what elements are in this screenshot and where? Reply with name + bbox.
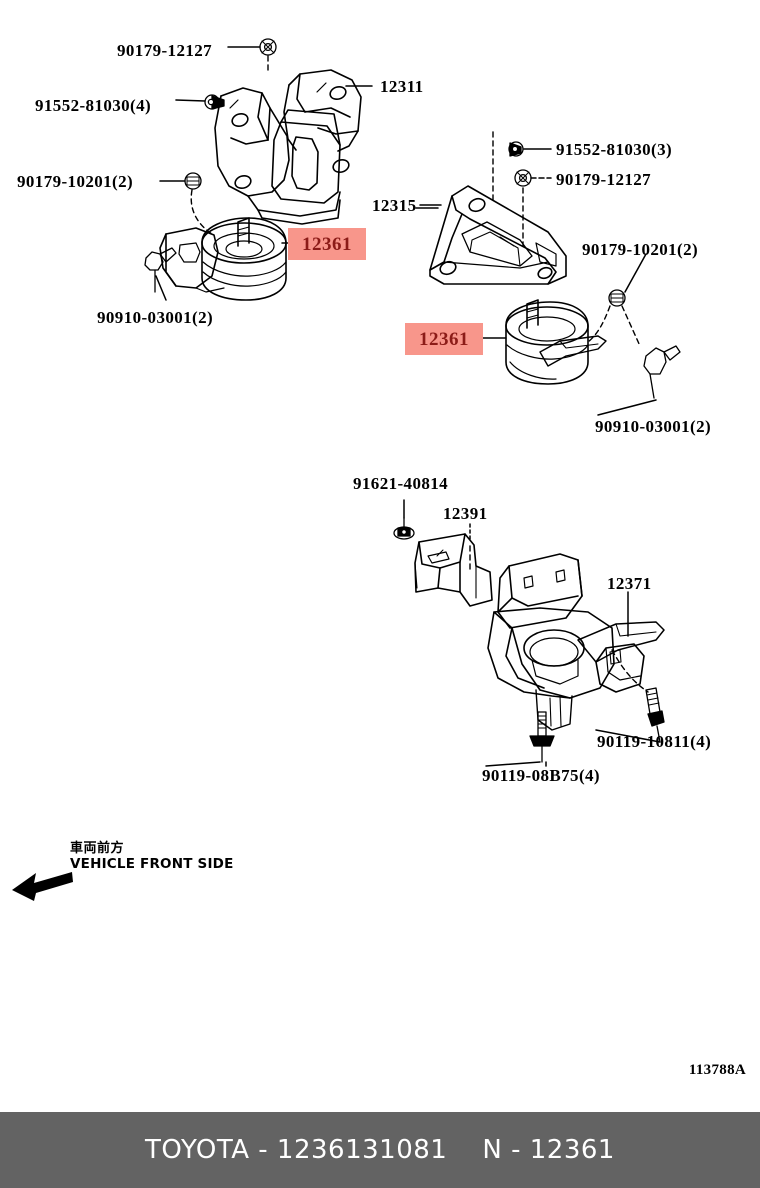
label-90179-12127-a: 90179-12127	[117, 41, 213, 60]
vehicle-front-side-english: VEHICLE FRONT SIDE	[70, 855, 234, 872]
footer-part-reference: TOYOTA - 1236131081 N - 12361	[145, 1135, 615, 1165]
label-12391: 12391	[443, 504, 488, 523]
label-12371: 12371	[607, 574, 652, 593]
nut-glyph-90179-12127-b	[514, 169, 532, 187]
bracket-12315-art	[429, 185, 567, 285]
vehicle-front-side-note: 車両前方 VEHICLE FRONT SIDE	[70, 841, 300, 872]
nut-glyph-90179-10201-2b	[608, 289, 626, 307]
bolt-glyph-91552-81030-4	[204, 94, 225, 110]
highlight-12361-right[interactable]: 12361	[405, 323, 483, 355]
assembly-dashed-lines	[190, 55, 649, 693]
label-12311: 12311	[380, 77, 424, 96]
label-91552-81030-4: 91552-81030(4)	[35, 96, 152, 115]
bolt-glyph-91552-81030-3	[508, 141, 524, 157]
label-12315: 12315	[372, 196, 417, 215]
bracket-12391-art	[414, 533, 493, 607]
nut-glyph-90179-12127-a	[259, 38, 277, 56]
label-90910-03001-2b: 90910-03001(2)	[595, 417, 712, 436]
fastener-glyphs	[184, 38, 681, 763]
mount-12361-right-art	[505, 299, 607, 385]
vehicle-front-side-japanese: 車両前方	[70, 841, 125, 856]
footer-bar: TOYOTA - 1236131081 N - 12361	[0, 1112, 760, 1188]
stud-glyph-90910-03001-2b	[643, 345, 681, 399]
parts-diagram-canvas	[144, 38, 681, 767]
label-90910-03001-2a: 90910-03001(2)	[97, 308, 214, 327]
mount-12361-left-art	[144, 217, 287, 301]
washer-bolt-glyph-91621-40814	[393, 517, 415, 540]
label-91621-40814: 91621-40814	[353, 474, 449, 493]
label-90179-10201-2b: 90179-10201(2)	[582, 240, 699, 259]
nut-glyph-90179-10201-2a	[184, 172, 202, 190]
label-90119-10811-4: 90119-10811(4)	[597, 732, 712, 751]
arrow-left-icon	[12, 872, 73, 901]
bolt-glyph-90119-08B75-4	[529, 711, 555, 763]
label-90119-08B75-4: 90119-08B75(4)	[482, 766, 600, 785]
label-90179-10201-2a: 90179-10201(2)	[17, 172, 134, 191]
bracket-12311-art	[214, 69, 362, 225]
label-91552-81030-3: 91552-81030(3)	[556, 140, 673, 159]
bolt-glyph-90119-10811-4	[645, 687, 665, 743]
mount-12371-art	[487, 553, 665, 731]
highlight-12361-left[interactable]: 12361	[288, 228, 366, 260]
diagram-id: 113788A	[688, 1062, 746, 1078]
label-90179-12127-b: 90179-12127	[556, 170, 652, 189]
